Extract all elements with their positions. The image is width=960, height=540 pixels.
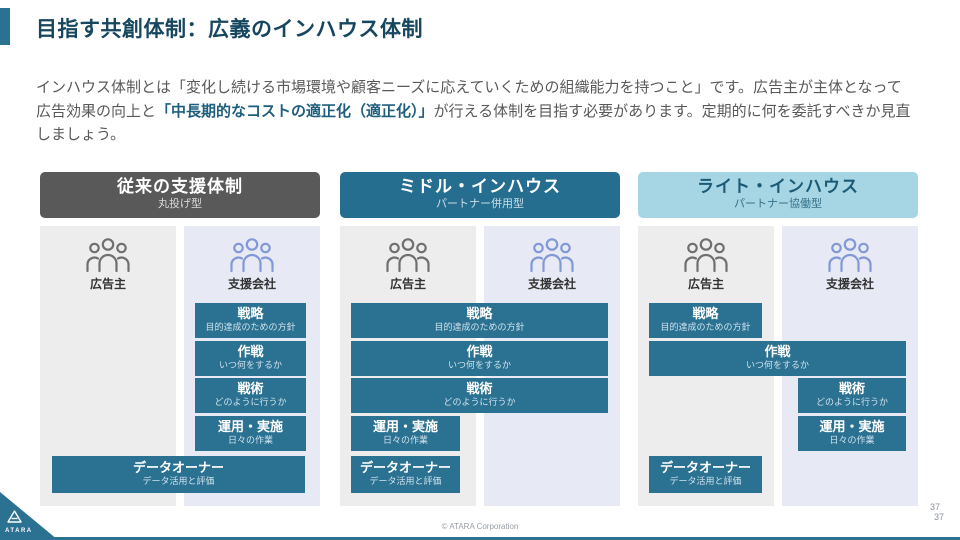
page-title: 目指す共創体制：広義のインハウス体制 <box>36 18 423 41</box>
atara-logo-text: ATARA <box>5 528 33 534</box>
people-group-icon <box>386 238 430 273</box>
execution-box: 運用・実施 日々の作業 <box>195 416 306 451</box>
column-light-inhouse: ライト・インハウス パートナー協働型 広告主 支援会社 <box>638 172 918 506</box>
column-light-inhouse-title: ライト・インハウス <box>697 177 859 196</box>
advertiser-group: 広告主 <box>638 237 774 292</box>
column-middle-inhouse: ミドル・インハウス パートナー併用型 広告主 支援会社 <box>340 172 620 506</box>
bottom-accent-strip <box>0 537 960 540</box>
column-traditional-title: 従来の支援体制 <box>117 177 243 196</box>
tactics-box: 戦術 どのように行うか <box>798 378 906 413</box>
operation-box: 作戦 いつ何をするか <box>351 341 608 376</box>
page-number-bottom: 37 <box>933 512 944 522</box>
advertiser-label: 広告主 <box>687 277 724 291</box>
agency-group: 支援会社 <box>484 237 620 292</box>
people-group-icon <box>86 238 130 273</box>
column-light-inhouse-subtitle: パートナー協働型 <box>734 198 822 210</box>
strategy-box: 戦略 目的達成のための方針 <box>351 303 608 338</box>
column-middle-inhouse-title: ミドル・インハウス <box>399 177 561 196</box>
agency-label: 支援会社 <box>527 277 576 291</box>
execution-box: 運用・実施 日々の作業 <box>798 416 906 451</box>
corner-triangle <box>0 492 58 540</box>
page-number-top: 37 <box>929 502 940 512</box>
column-middle-inhouse-subtitle: パートナー併用型 <box>436 198 524 210</box>
body-text-pre: インハウス体制とは「変化し続ける市場環境や顧客ニーズに応えていくための組織能力を… <box>36 79 902 120</box>
column-traditional: 従来の支援体制 丸投げ型 広告主 支援会社 <box>40 172 320 506</box>
people-group-icon <box>828 238 872 273</box>
strategy-box: 戦略 目的達成のための方針 <box>649 303 762 338</box>
operation-box: 作戦 いつ何をするか <box>649 341 906 376</box>
advertiser-group: 広告主 <box>340 237 476 292</box>
tactics-box: 戦術 どのように行うか <box>351 378 608 413</box>
people-group-icon <box>684 238 728 273</box>
title-accent-bar <box>0 8 10 45</box>
execution-box: 運用・実施 日々の作業 <box>351 416 460 451</box>
agency-group: 支援会社 <box>184 237 320 292</box>
body-text: インハウス体制とは「変化し続ける市場環境や顧客ニーズに応えていくための組織能力を… <box>36 76 912 147</box>
column-middle-inhouse-header: ミドル・インハウス パートナー併用型 <box>340 172 620 218</box>
data-owner-box: データオーナー データ活用と評価 <box>649 456 762 493</box>
agency-group: 支援会社 <box>782 237 918 292</box>
operation-box: 作戦 いつ何をするか <box>195 341 306 376</box>
column-traditional-subtitle: 丸投げ型 <box>158 198 202 210</box>
advertiser-label: 広告主 <box>389 277 426 291</box>
body-text-post: が行える体制を目指す必要があります。定期的に何を委託すべきか見直しましょう。 <box>36 102 911 144</box>
agency-label: 支援会社 <box>227 277 276 291</box>
advertiser-label: 広告主 <box>89 277 126 291</box>
column-light-inhouse-header: ライト・インハウス パートナー協働型 <box>638 172 918 218</box>
people-group-icon <box>230 238 274 273</box>
strategy-box: 戦略 目的達成のための方針 <box>195 303 306 338</box>
data-owner-box: データオーナー データ活用と評価 <box>351 456 460 493</box>
data-owner-box: データオーナー データ活用と評価 <box>52 456 305 493</box>
agency-label: 支援会社 <box>825 277 874 291</box>
page-number: 37 37 <box>930 502 944 522</box>
tactics-box: 戦術 どのように行うか <box>195 378 306 413</box>
body-text-highlight: 「中長期的なコストの適正化（適正化）」 <box>156 102 434 120</box>
copyright: © ATARA Corporation <box>441 522 519 531</box>
column-traditional-header: 従来の支援体制 丸投げ型 <box>40 172 320 218</box>
advertiser-group: 広告主 <box>40 237 176 292</box>
atara-logo-icon <box>7 510 22 523</box>
people-group-icon <box>530 238 574 273</box>
